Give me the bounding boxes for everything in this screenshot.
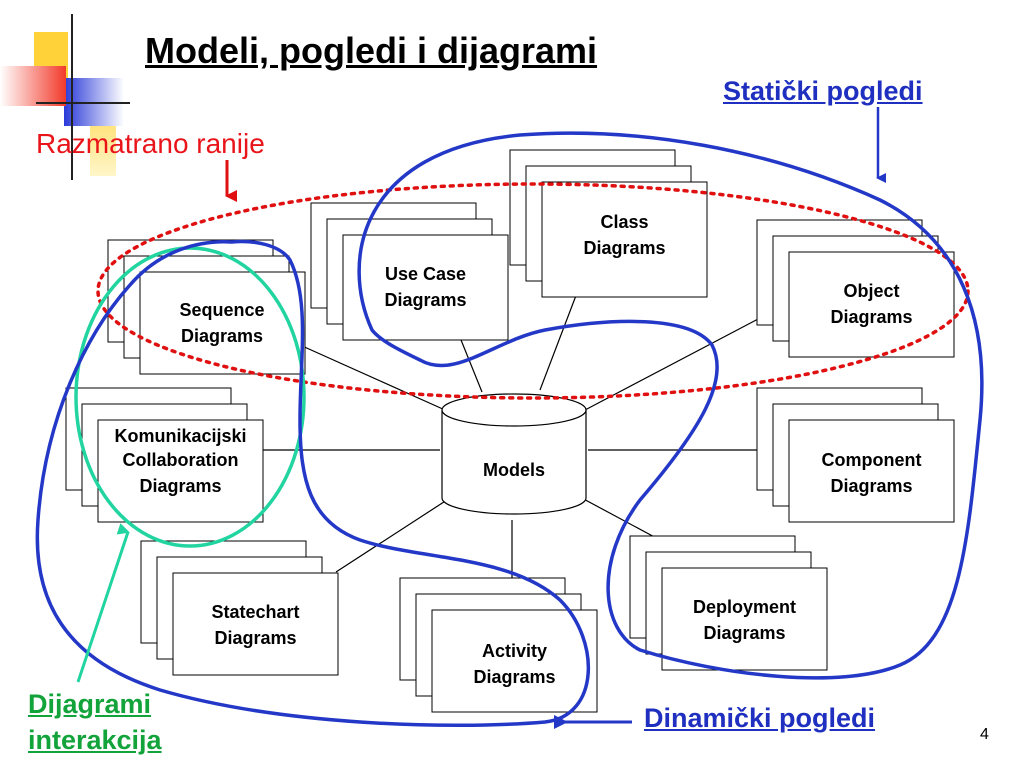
dynamic-views-label: Dinamički pogledi [644, 703, 876, 733]
node-object-line2: Diagrams [830, 307, 912, 327]
interaction-label-line2: interakcija [28, 725, 162, 755]
node-object-line1: Object [843, 281, 899, 301]
static-views-outline [357, 131, 984, 680]
node-class-line1: Class [600, 212, 648, 232]
connector-deployment [577, 495, 661, 541]
node-sequence-line2: Diagrams [181, 326, 263, 346]
node-activity-line1: Activity [482, 641, 547, 661]
node-collab-line3: Diagrams [139, 476, 221, 496]
node-collab-line2: Collaboration [123, 450, 239, 470]
connector-statechart [335, 497, 451, 573]
interaction-diagrams-label: Dijagrami interakcija [28, 686, 162, 758]
interaction-arrow [76, 523, 130, 683]
node-usecase-line1: Use Case [385, 264, 466, 284]
connector-object [584, 317, 761, 411]
slide-logo [0, 14, 130, 180]
slide-title: Modeli, pogledi i dijagrami [145, 30, 598, 71]
dynamic-views-outline [35, 239, 590, 728]
node-activity: Activity Diagrams [399, 577, 598, 713]
node-usecase: Use Case Diagrams [310, 202, 509, 341]
node-sequence: Sequence Diagrams [107, 239, 306, 375]
connectors [262, 284, 761, 578]
models-label: Models [483, 460, 545, 480]
node-deployment-line1: Deployment [693, 597, 796, 617]
considered-earlier-outline [96, 182, 970, 400]
node-collab: Komunikacijski Collaboration Diagrams [65, 387, 264, 523]
node-component-line1: Component [822, 450, 922, 470]
node-statechart-line1: Statechart [211, 602, 299, 622]
connector-sequence [299, 344, 446, 411]
considered-earlier-label: Razmatrano ranije [36, 128, 265, 159]
node-deployment-line2: Diagrams [703, 623, 785, 643]
connector-class [539, 284, 581, 391]
interaction-label-line1: Dijagrami [28, 689, 152, 719]
node-statechart: Statechart Diagrams [140, 540, 339, 676]
node-component-line2: Diagrams [830, 476, 912, 496]
node-object: Object Diagrams [756, 219, 955, 358]
node-class-line2: Diagrams [583, 238, 665, 258]
page-number: 4 [980, 726, 989, 743]
node-sequence-line1: Sequence [179, 300, 264, 320]
node-collab-line1: Komunikacijski [114, 426, 246, 446]
node-usecase-line2: Diagrams [384, 290, 466, 310]
static-views-label: Statički pogledi [723, 76, 923, 106]
node-deployment: Deployment Diagrams [629, 535, 828, 671]
node-statechart-line2: Diagrams [214, 628, 296, 648]
node-component: Component Diagrams [756, 387, 955, 523]
node-class: Class Diagrams [509, 149, 708, 298]
models-cylinder: Models [441, 393, 587, 515]
node-activity-line2: Diagrams [473, 667, 555, 687]
